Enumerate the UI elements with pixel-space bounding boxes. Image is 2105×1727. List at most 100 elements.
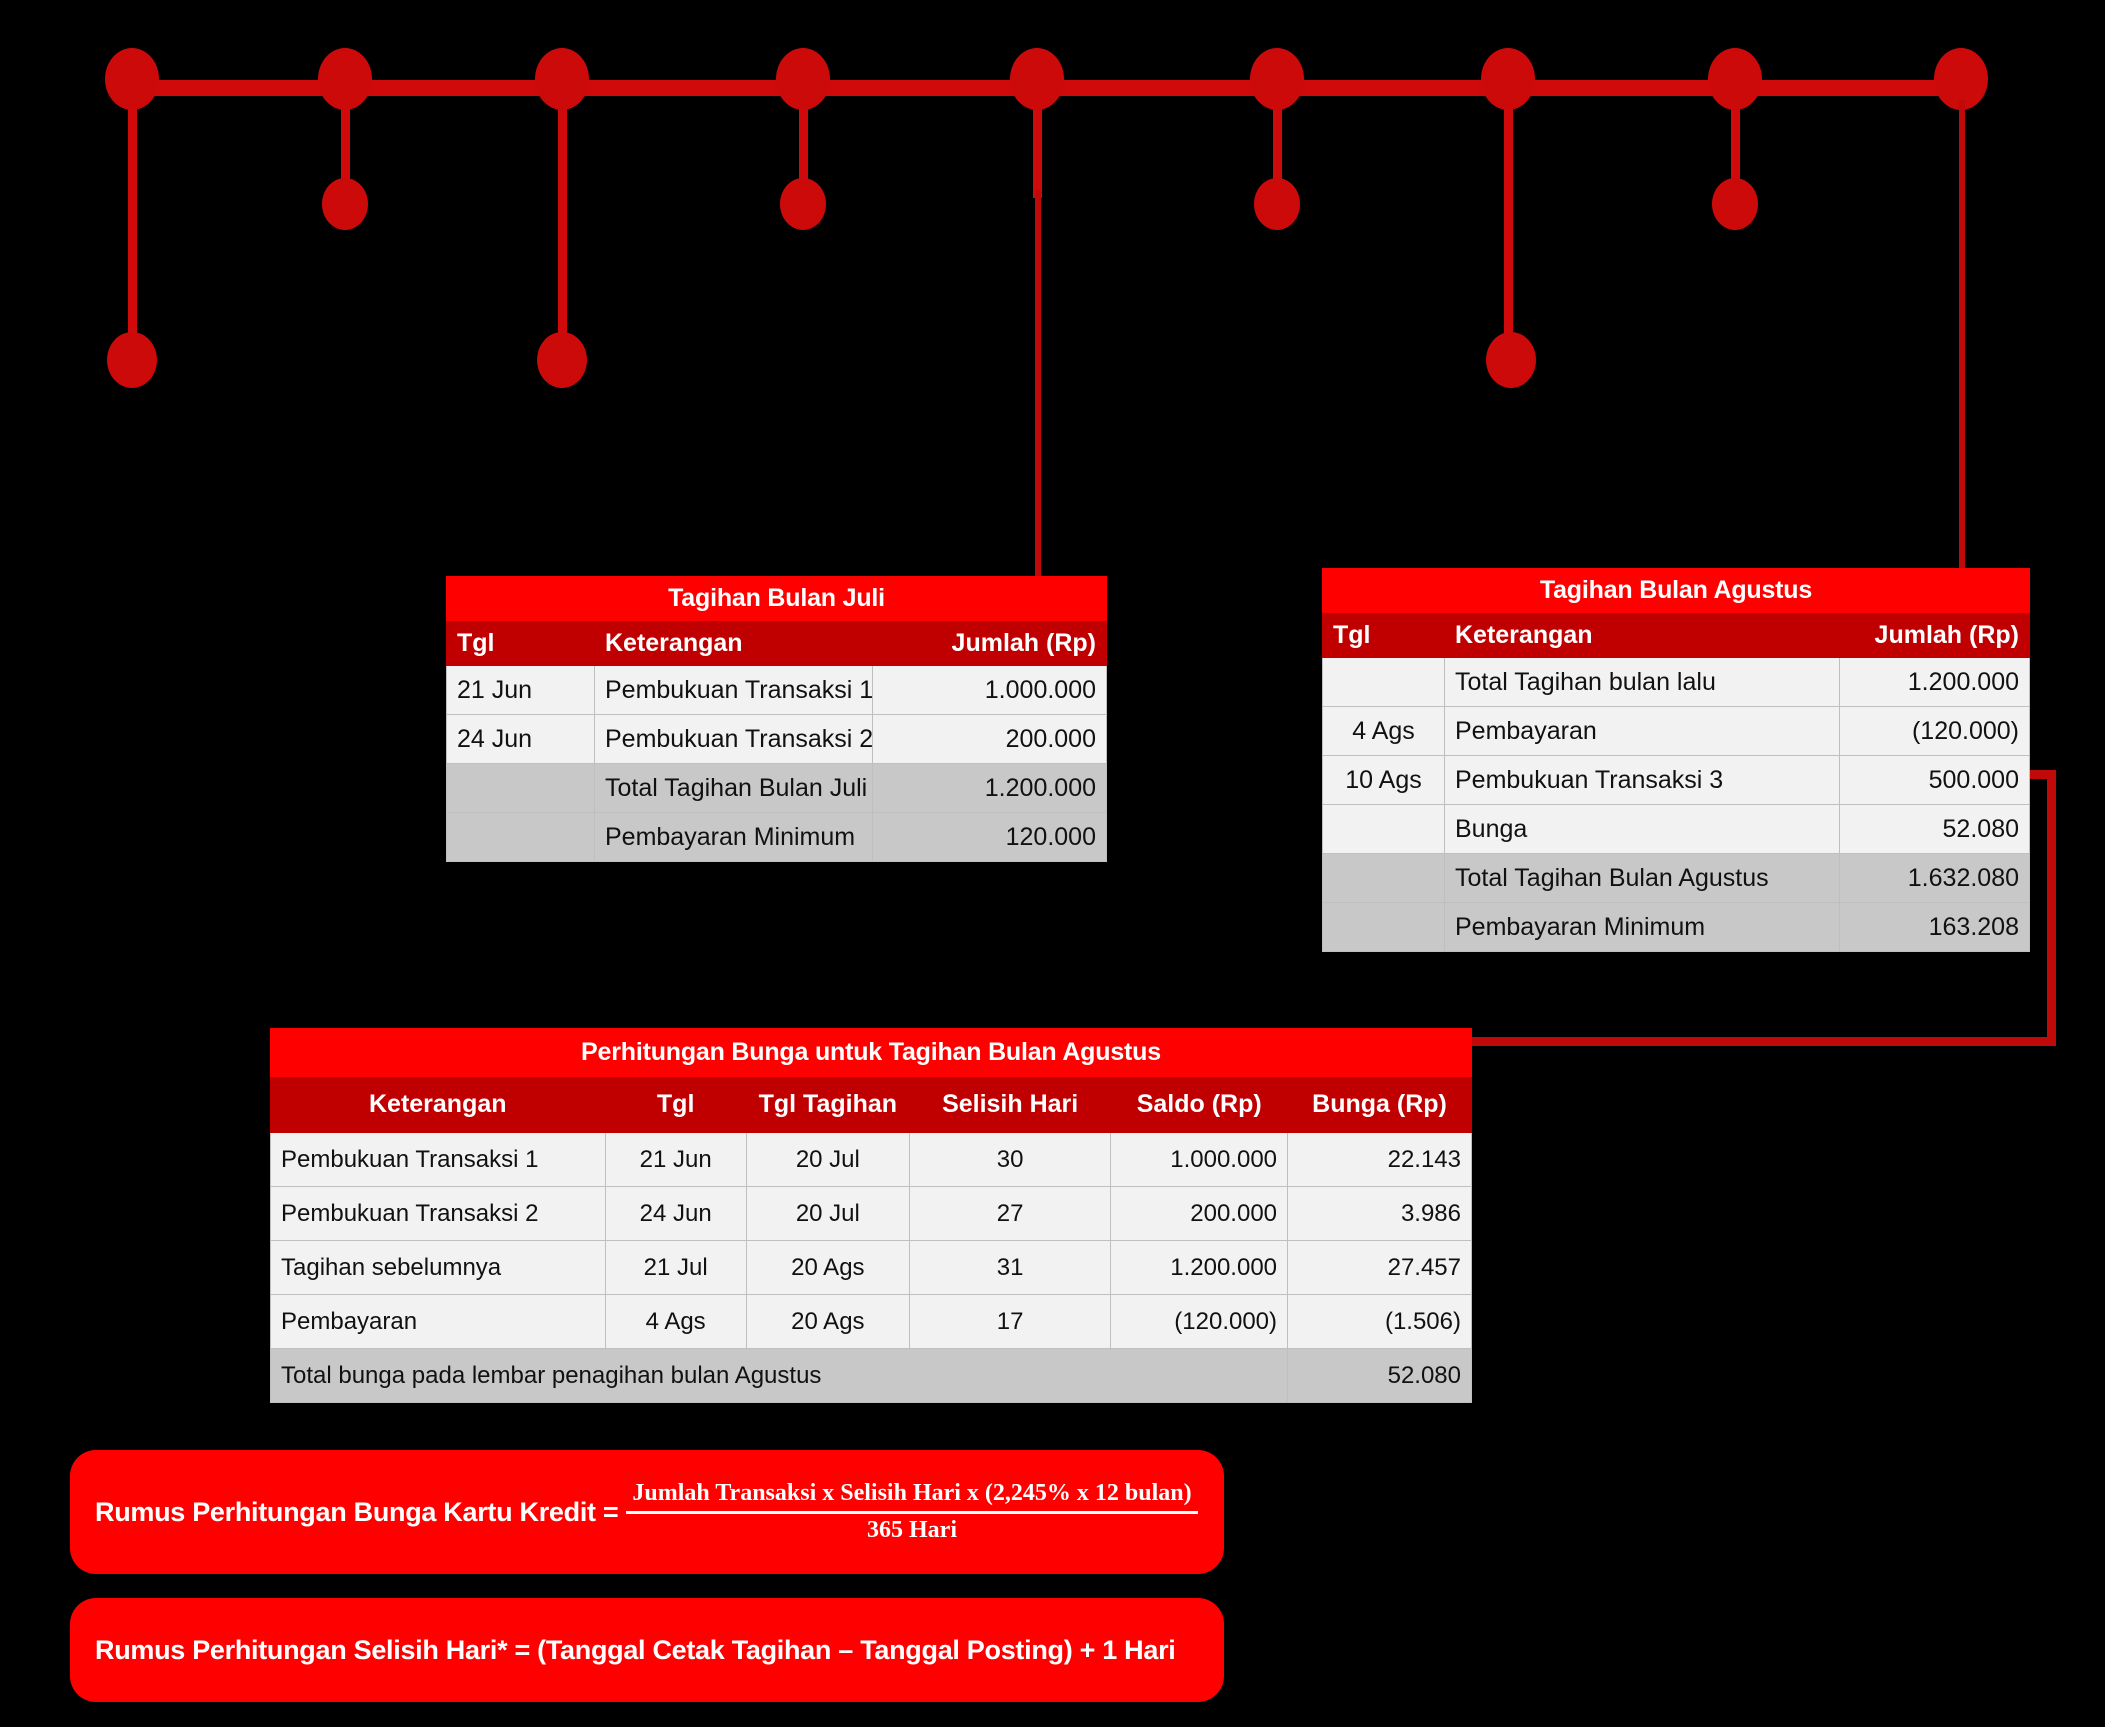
cell-jumlah: 1.200.000 (1839, 657, 2030, 707)
table-tagihan-juli: Tagihan Bulan Juli Tgl Keterangan Jumlah… (446, 576, 1107, 862)
cell-saldo: 1.000.000 (1110, 1132, 1289, 1187)
table-agustus-title-row: Tagihan Bulan Agustus (1322, 568, 2030, 613)
table-perhitungan-header-row: Keterangan Tgl Tgl Tagihan Selisih Hari … (270, 1076, 1472, 1133)
connector-agustus-to-perhitungan-top (2029, 770, 2056, 779)
cell-keterangan: Total Tagihan bulan lalu (1444, 657, 1840, 707)
timeline-node-4 (776, 48, 830, 110)
table-perhitungan-col-keterangan: Keterangan (270, 1076, 606, 1133)
table-agustus-col-jumlah: Jumlah (Rp) (1839, 612, 2030, 658)
cell-saldo: 200.000 (1110, 1186, 1289, 1241)
cell-tgl-tagihan: 20 Ags (745, 1294, 910, 1349)
cell-jumlah: (120.000) (1839, 706, 2030, 756)
cell-total-value: 52.080 (1287, 1348, 1472, 1403)
table-row: 24 Jun Pembukuan Transaksi 2 200.000 (446, 714, 1107, 764)
cell-saldo: 1.200.000 (1110, 1240, 1289, 1295)
table-tagihan-agustus: Tagihan Bulan Agustus Tgl Keterangan Jum… (1322, 568, 2030, 952)
cell-saldo: (120.000) (1110, 1294, 1289, 1349)
table-agustus-header-row: Tgl Keterangan Jumlah (Rp) (1322, 612, 2030, 658)
timeline-endpoint-6 (1254, 178, 1300, 230)
cell-tgl: 10 Ags (1322, 755, 1445, 805)
timeline-stem-1 (128, 88, 137, 358)
cell-keterangan: Pembukuan Transaksi 2 (594, 714, 873, 764)
cell-tgl: 24 Jun (604, 1186, 747, 1241)
cell-selisih-hari: 30 (908, 1132, 1112, 1187)
timeline-node-1 (105, 48, 159, 110)
table-juli-title-row: Tagihan Bulan Juli (446, 576, 1107, 621)
cell-jumlah: 200.000 (872, 714, 1107, 764)
table-row: Tagihan sebelumnya 21 Jul 20 Ags 31 1.20… (270, 1240, 1472, 1295)
timeline-endpoint-1 (107, 332, 157, 388)
timeline-stem-2 (341, 88, 350, 198)
cell-bunga: 3.986 (1287, 1186, 1472, 1241)
table-perhitungan-col-selisih-hari: Selisih Hari (908, 1076, 1112, 1133)
table-perhitungan-col-saldo: Saldo (Rp) (1110, 1076, 1289, 1133)
formula-selisih-text: Rumus Perhitungan Selisih Hari* = (Tangg… (95, 1634, 1176, 1665)
table-agustus-col-keterangan: Keterangan (1444, 612, 1840, 658)
cell-tgl: 4 Ags (604, 1294, 747, 1349)
table-juli-title: Tagihan Bulan Juli (446, 576, 1107, 621)
cell-tgl: 4 Ags (1322, 706, 1445, 756)
connector-timeline-to-juli (1035, 190, 1041, 580)
table-perhitungan-col-bunga: Bunga (Rp) (1287, 1076, 1472, 1133)
table-row: Pembukuan Transaksi 1 21 Jun 20 Jul 30 1… (270, 1132, 1472, 1187)
connector-timeline-to-agustus (1959, 100, 1965, 575)
table-juli-col-keterangan: Keterangan (594, 620, 873, 666)
formula-bunga-fraction: Jumlah Transaksi x Selisih Hari x (2,245… (626, 1479, 1198, 1545)
formula-box-selisih-hari: Rumus Perhitungan Selisih Hari* = (Tangg… (70, 1598, 1224, 1702)
cell-tgl (1322, 853, 1445, 903)
table-row: Total Tagihan Bulan Agustus 1.632.080 (1322, 853, 2030, 903)
cell-tgl: 24 Jun (446, 714, 595, 764)
cell-bunga: 22.143 (1287, 1132, 1472, 1187)
cell-tgl (1322, 804, 1445, 854)
timeline-stem-8 (1731, 88, 1740, 198)
cell-bunga: (1.506) (1287, 1294, 1472, 1349)
timeline-node-3 (535, 48, 589, 110)
cell-keterangan: Pembukuan Transaksi 3 (1444, 755, 1840, 805)
cell-jumlah: 1.632.080 (1839, 853, 2030, 903)
timeline-endpoint-7 (1486, 332, 1536, 388)
timeline-node-5 (1010, 48, 1064, 110)
table-perhitungan-title-row: Perhitungan Bunga untuk Tagihan Bulan Ag… (270, 1028, 1472, 1077)
formula-bunga-numerator: Jumlah Transaksi x Selisih Hari x (2,245… (626, 1479, 1198, 1514)
timeline-stem-7 (1504, 88, 1513, 358)
cell-selisih-hari: 17 (908, 1294, 1112, 1349)
cell-tgl: 21 Jul (604, 1240, 747, 1295)
table-agustus-title: Tagihan Bulan Agustus (1322, 568, 2030, 613)
table-row: Total Tagihan bulan lalu 1.200.000 (1322, 657, 2030, 707)
timeline-node-9 (1934, 48, 1988, 110)
cell-keterangan: Total Tagihan Bulan Agustus (1444, 853, 1840, 903)
cell-keterangan: Pembayaran (1444, 706, 1840, 756)
table-row: Pembayaran Minimum 163.208 (1322, 902, 2030, 952)
timeline-node-8 (1708, 48, 1762, 110)
cell-keterangan: Bunga (1444, 804, 1840, 854)
cell-keterangan: Total Tagihan Bulan Juli (594, 763, 873, 813)
table-row: 10 Ags Pembukuan Transaksi 3 500.000 (1322, 755, 2030, 805)
cell-jumlah: 120.000 (872, 812, 1107, 862)
cell-tgl (446, 812, 595, 862)
timeline-stem-6 (1273, 88, 1282, 198)
table-row: 21 Jun Pembukuan Transaksi 1 1.000.000 (446, 665, 1107, 715)
table-row: Pembayaran 4 Ags 20 Ags 17 (120.000) (1.… (270, 1294, 1472, 1349)
table-perhitungan-title: Perhitungan Bunga untuk Tagihan Bulan Ag… (270, 1028, 1472, 1077)
table-perhitungan-col-tgl: Tgl (604, 1076, 747, 1133)
cell-keterangan: Pembayaran Minimum (594, 812, 873, 862)
timeline-stem-5 (1033, 88, 1042, 198)
cell-selisih-hari: 31 (908, 1240, 1112, 1295)
table-total-row: Total bunga pada lembar penagihan bulan … (269, 1348, 1472, 1403)
cell-bunga: 27.457 (1287, 1240, 1472, 1295)
cell-tgl-tagihan: 20 Ags (745, 1240, 910, 1295)
timeline-endpoint-4 (780, 178, 826, 230)
cell-total-label: Total bunga pada lembar penagihan bulan … (269, 1348, 1289, 1403)
cell-tgl (446, 763, 595, 813)
cell-jumlah: 1.000.000 (872, 665, 1107, 715)
table-row: Pembayaran Minimum 120.000 (446, 812, 1107, 862)
timeline-endpoint-8 (1712, 178, 1758, 230)
formula-bunga-label: Rumus Perhitungan Bunga Kartu Kredit = (95, 1496, 619, 1527)
cell-jumlah: 1.200.000 (872, 763, 1107, 813)
connector-agustus-to-perhitungan-bottom (1470, 1037, 2056, 1046)
timeline-diagram (0, 0, 2105, 420)
cell-keterangan: Tagihan sebelumnya (270, 1240, 606, 1295)
cell-tgl (1322, 902, 1445, 952)
table-juli-col-tgl: Tgl (446, 620, 595, 666)
cell-selisih-hari: 27 (908, 1186, 1112, 1241)
